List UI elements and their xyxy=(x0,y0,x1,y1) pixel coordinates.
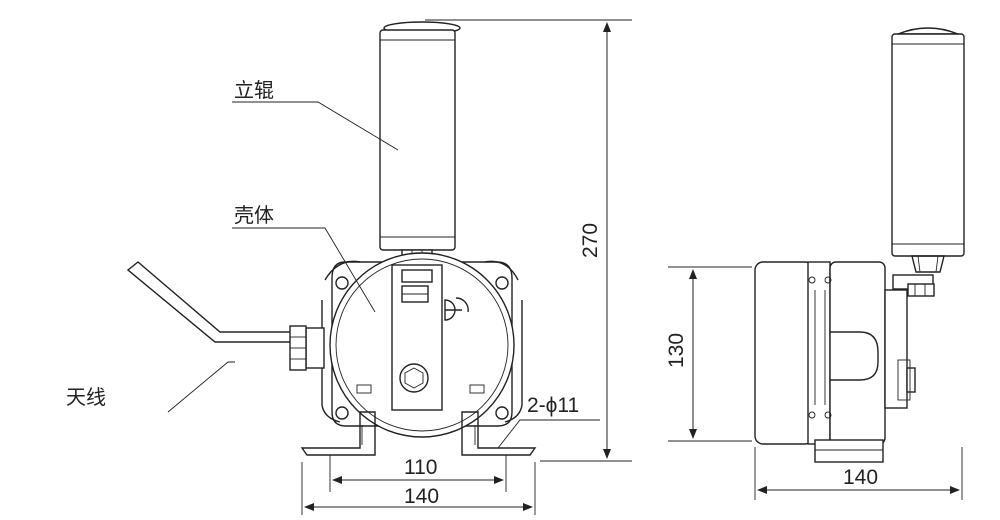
dim-130-value: 130 xyxy=(665,333,688,368)
dim-110 xyxy=(329,455,507,492)
dim-140-side xyxy=(754,447,963,500)
side-housing xyxy=(754,261,935,445)
base-feet xyxy=(300,411,537,456)
side-view: 130 140 xyxy=(665,27,965,500)
antenna-rod xyxy=(126,261,290,343)
label-roller: 立辊 xyxy=(234,78,274,102)
cable-gland xyxy=(289,325,325,371)
dim-270-value: 270 xyxy=(579,223,602,258)
label-antenna: 天线 xyxy=(66,385,106,409)
dim-140-front xyxy=(301,462,536,515)
dim-140-side-value: 140 xyxy=(843,466,878,489)
side-roller xyxy=(891,27,965,273)
side-base xyxy=(814,439,884,463)
label-housing: 壳体 xyxy=(234,203,274,227)
housing-body xyxy=(321,252,523,438)
dim-140-front-value: 140 xyxy=(404,485,439,508)
label-holes: 2-ϕ11 xyxy=(527,394,579,417)
vertical-roller xyxy=(379,21,461,267)
dim-270 xyxy=(425,19,632,462)
dim-130 xyxy=(668,266,752,442)
leader-lines xyxy=(167,101,600,449)
dim-110-value: 110 xyxy=(404,456,437,479)
front-view: 立辊 壳体 天线 2-ϕ11 270 110 140 xyxy=(66,19,632,515)
